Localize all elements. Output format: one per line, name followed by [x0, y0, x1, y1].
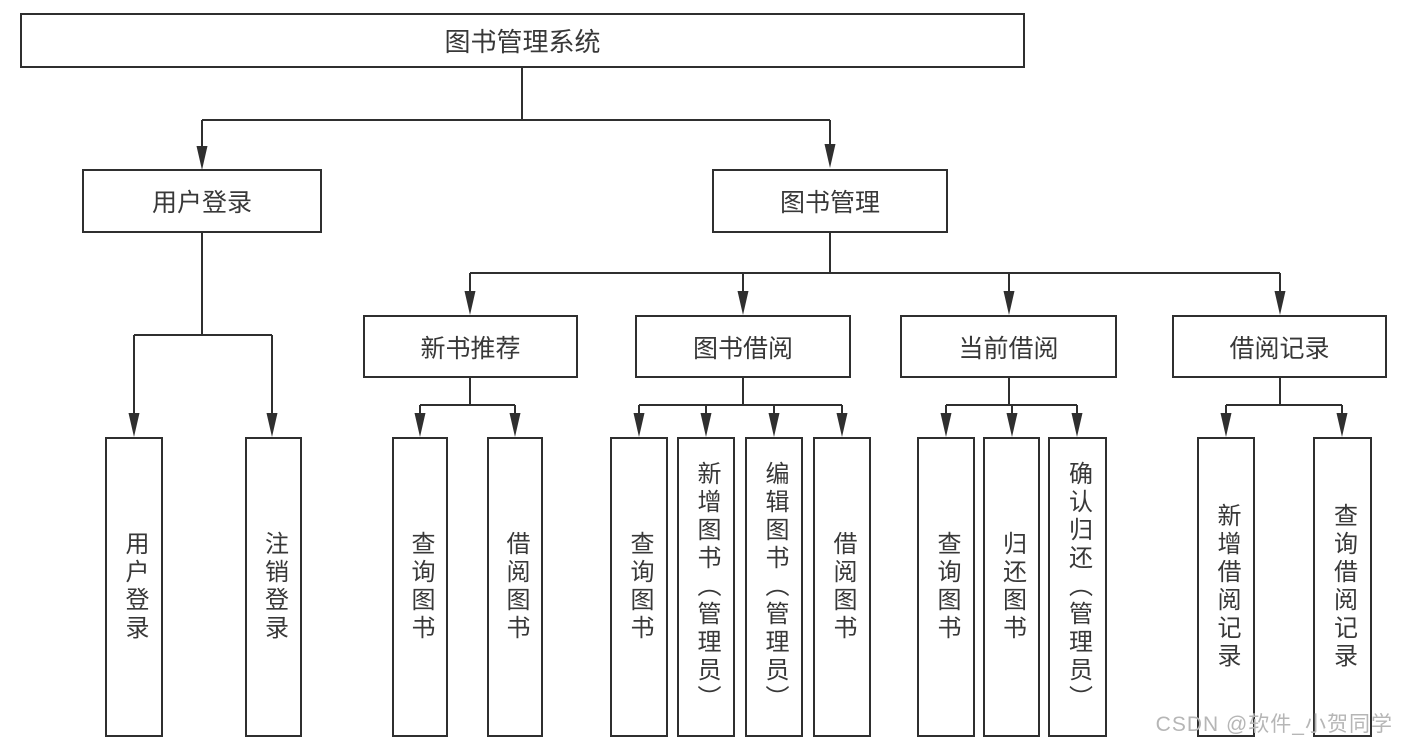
leaf-label: 注销登录 [260, 531, 288, 643]
node-label: 当前借阅 [958, 334, 1059, 363]
leaf-return-book: 归还图书 [983, 437, 1040, 737]
leaf-label: 归还图书 [998, 531, 1026, 643]
leaf-label: 查询借阅记录 [1329, 503, 1357, 671]
leaf-label: 查询图书 [933, 531, 960, 643]
leaf-add-borrow-record: 新增借阅记录 [1197, 437, 1255, 737]
leaf-query-borrow-record: 查询借阅记录 [1313, 437, 1372, 737]
node-book-management: 图书管理 [712, 169, 948, 233]
leaf-add-book-admin: 新增图书（管理员） [677, 437, 735, 737]
node-current-borrow: 当前借阅 [900, 315, 1117, 378]
leaf-label: 确认归还（管理员） [1064, 461, 1092, 713]
node-label: 新书推荐 [420, 334, 521, 363]
csdn-watermark: CSDN @软件_小贺同学 [1155, 713, 1393, 736]
arrowheads [128, 144, 1348, 437]
leaf-query-books-1: 查询图书 [392, 437, 448, 737]
node-label: 图书管理 [779, 189, 880, 217]
leaf-label: 用户登录 [121, 531, 148, 643]
node-user-login: 用户登录 [82, 169, 322, 233]
leaf-borrow-books-1: 借阅图书 [487, 437, 543, 737]
leaf-query-books-2: 查询图书 [610, 437, 668, 737]
node-label: 借阅记录 [1229, 334, 1330, 363]
node-new-book-recommend: 新书推荐 [363, 315, 578, 378]
leaf-label: 查询图书 [407, 531, 434, 643]
leaf-query-books-3: 查询图书 [917, 437, 975, 737]
leaf-logout: 注销登录 [245, 437, 302, 737]
leaf-label: 借阅图书 [829, 531, 856, 643]
node-borrow-records: 借阅记录 [1172, 315, 1387, 378]
leaf-edit-book-admin: 编辑图书（管理员） [745, 437, 803, 737]
leaf-label: 编辑图书（管理员） [761, 461, 788, 713]
node-label: 图书借阅 [692, 334, 793, 363]
leaf-confirm-return-admin: 确认归还（管理员） [1048, 437, 1107, 737]
node-label: 用户登录 [151, 189, 252, 217]
leaf-user-login: 用户登录 [105, 437, 163, 737]
leaf-label: 查询图书 [626, 531, 653, 643]
node-library-system: 图书管理系统 [20, 13, 1025, 68]
node-label: 图书管理系统 [444, 27, 601, 57]
node-book-borrow: 图书借阅 [635, 315, 851, 378]
leaf-label: 借阅图书 [502, 531, 529, 643]
leaf-label: 新增图书（管理员） [693, 461, 720, 713]
leaf-borrow-books-2: 借阅图书 [813, 437, 871, 737]
leaf-label: 新增借阅记录 [1213, 503, 1240, 671]
